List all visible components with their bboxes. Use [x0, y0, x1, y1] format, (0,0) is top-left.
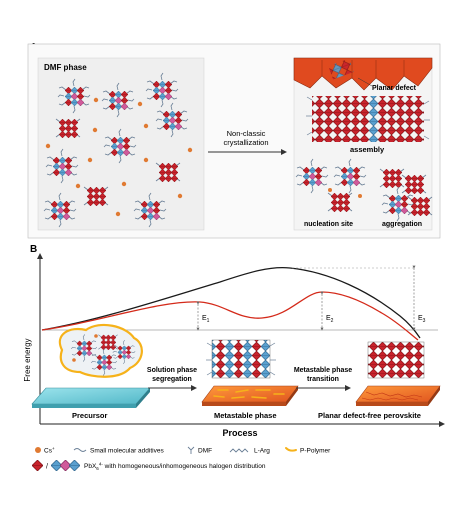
svg-text:L-Arg: L-Arg — [254, 448, 270, 455]
e1-label: E1 — [202, 315, 210, 324]
aggregation-label: aggregation — [382, 221, 422, 228]
precursor-illustration — [31, 323, 151, 408]
svg-text:PbX64- with homogeneous/inhomo: PbX64- with homogeneous/inhomogeneous ha… — [84, 462, 266, 472]
metastable-illustration — [201, 339, 299, 406]
planar-defect-label: Planar defect — [372, 85, 417, 92]
p-polymer-icon — [285, 447, 297, 452]
panel-b-label: B — [30, 244, 37, 255]
legend-cs: Cs+ — [35, 446, 55, 455]
legend-dmf: DMF — [187, 446, 212, 455]
red-energy-curve — [41, 291, 419, 341]
legend-ppolymer: P-Polymer — [285, 447, 331, 455]
panel-b: B Free energy Process E1 E2 E3 — [23, 244, 445, 438]
svg-text:Cs+: Cs+ — [44, 446, 55, 455]
dmf-phase-label: DMF phase — [44, 63, 87, 72]
final-label: Planar defect-free perovskite — [318, 411, 421, 420]
planar-defect-pointer — [357, 77, 373, 87]
final-illustration — [355, 341, 441, 406]
dmf-icon — [187, 446, 195, 454]
cs-ions — [45, 97, 193, 217]
svg-text:P-Polymer: P-Polymer — [300, 448, 331, 455]
y-axis-label: Free energy — [23, 338, 32, 381]
legend: Cs+ Small molecular additives DMF L-Arg … — [32, 446, 331, 471]
e2-label: E2 — [326, 315, 334, 324]
transition-label-2: transition — [307, 376, 339, 383]
small-additive-icon — [73, 448, 87, 452]
assembly-block — [306, 96, 430, 142]
e3-label: E3 — [418, 315, 426, 324]
blue-octahedron-icon-2 — [69, 460, 80, 471]
legend-pbx6: / PbX64- with homogeneous/inhomogeneous … — [32, 460, 266, 471]
black-energy-curve — [41, 266, 421, 339]
legend-additives: Small molecular additives — [73, 448, 164, 455]
svg-text:/: / — [46, 464, 48, 471]
arrow-label-1: Non-classic — [227, 129, 266, 138]
svg-text:DMF: DMF — [198, 448, 212, 455]
cs-ion-icon — [35, 447, 41, 453]
l-arg-icon — [229, 448, 249, 453]
x-axis-label: Process — [222, 428, 257, 438]
transition-label-1: Metastable phase — [294, 367, 352, 374]
legend-larg: L-Arg — [229, 448, 270, 455]
planar-defect-film — [293, 57, 433, 91]
segregation-label-1: Solution phase — [147, 367, 197, 374]
red-octahedron-icon — [32, 460, 43, 471]
nucleation-cluster — [296, 159, 366, 212]
precursor-label: Precursor — [72, 411, 108, 420]
assembly-label: assembly — [350, 145, 385, 154]
nucleation-site-label: nucleation site — [304, 221, 353, 228]
svg-text:Small molecular additives: Small molecular additives — [90, 448, 164, 455]
metastable-label: Metastable phase — [214, 411, 277, 420]
arrow-label-2: crystallization — [223, 138, 268, 147]
segregation-label-2: segregation — [152, 376, 192, 383]
panel-a: A DMF phase Non-classic — [27, 42, 441, 239]
